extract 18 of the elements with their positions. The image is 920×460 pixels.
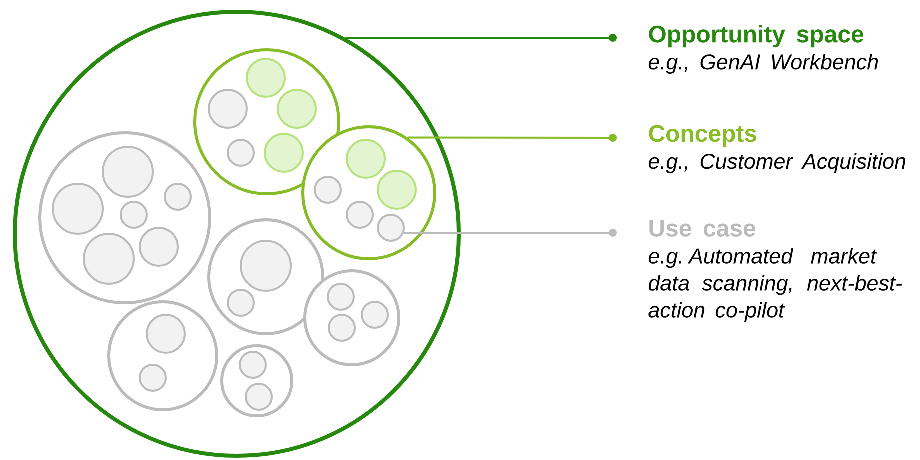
leader-line [408, 134, 617, 142]
callout-text: Use case e.g. Automated market data scanning, next-best-action co-pilot [648, 220, 902, 322]
use-case-circle [377, 170, 417, 210]
use-case-circle [83, 233, 135, 285]
use-case-circle [264, 133, 304, 173]
callout-text: Concepts e.g., Customer Acquisition [648, 125, 906, 174]
callout-text: Opportunity space e.g., GenAI Workbench [648, 25, 878, 74]
use-case-circle [102, 146, 154, 198]
use-case-circle [146, 314, 186, 354]
use-case-circle [246, 58, 286, 98]
use-case-circle [346, 139, 386, 179]
leader-line [404, 229, 617, 237]
leader-line [346, 34, 617, 42]
use-case-circle [277, 89, 317, 129]
use-case-circle [240, 240, 292, 292]
use-case-circle [139, 227, 179, 267]
use-case-circle [52, 183, 104, 235]
use-case-circle [208, 89, 248, 129]
